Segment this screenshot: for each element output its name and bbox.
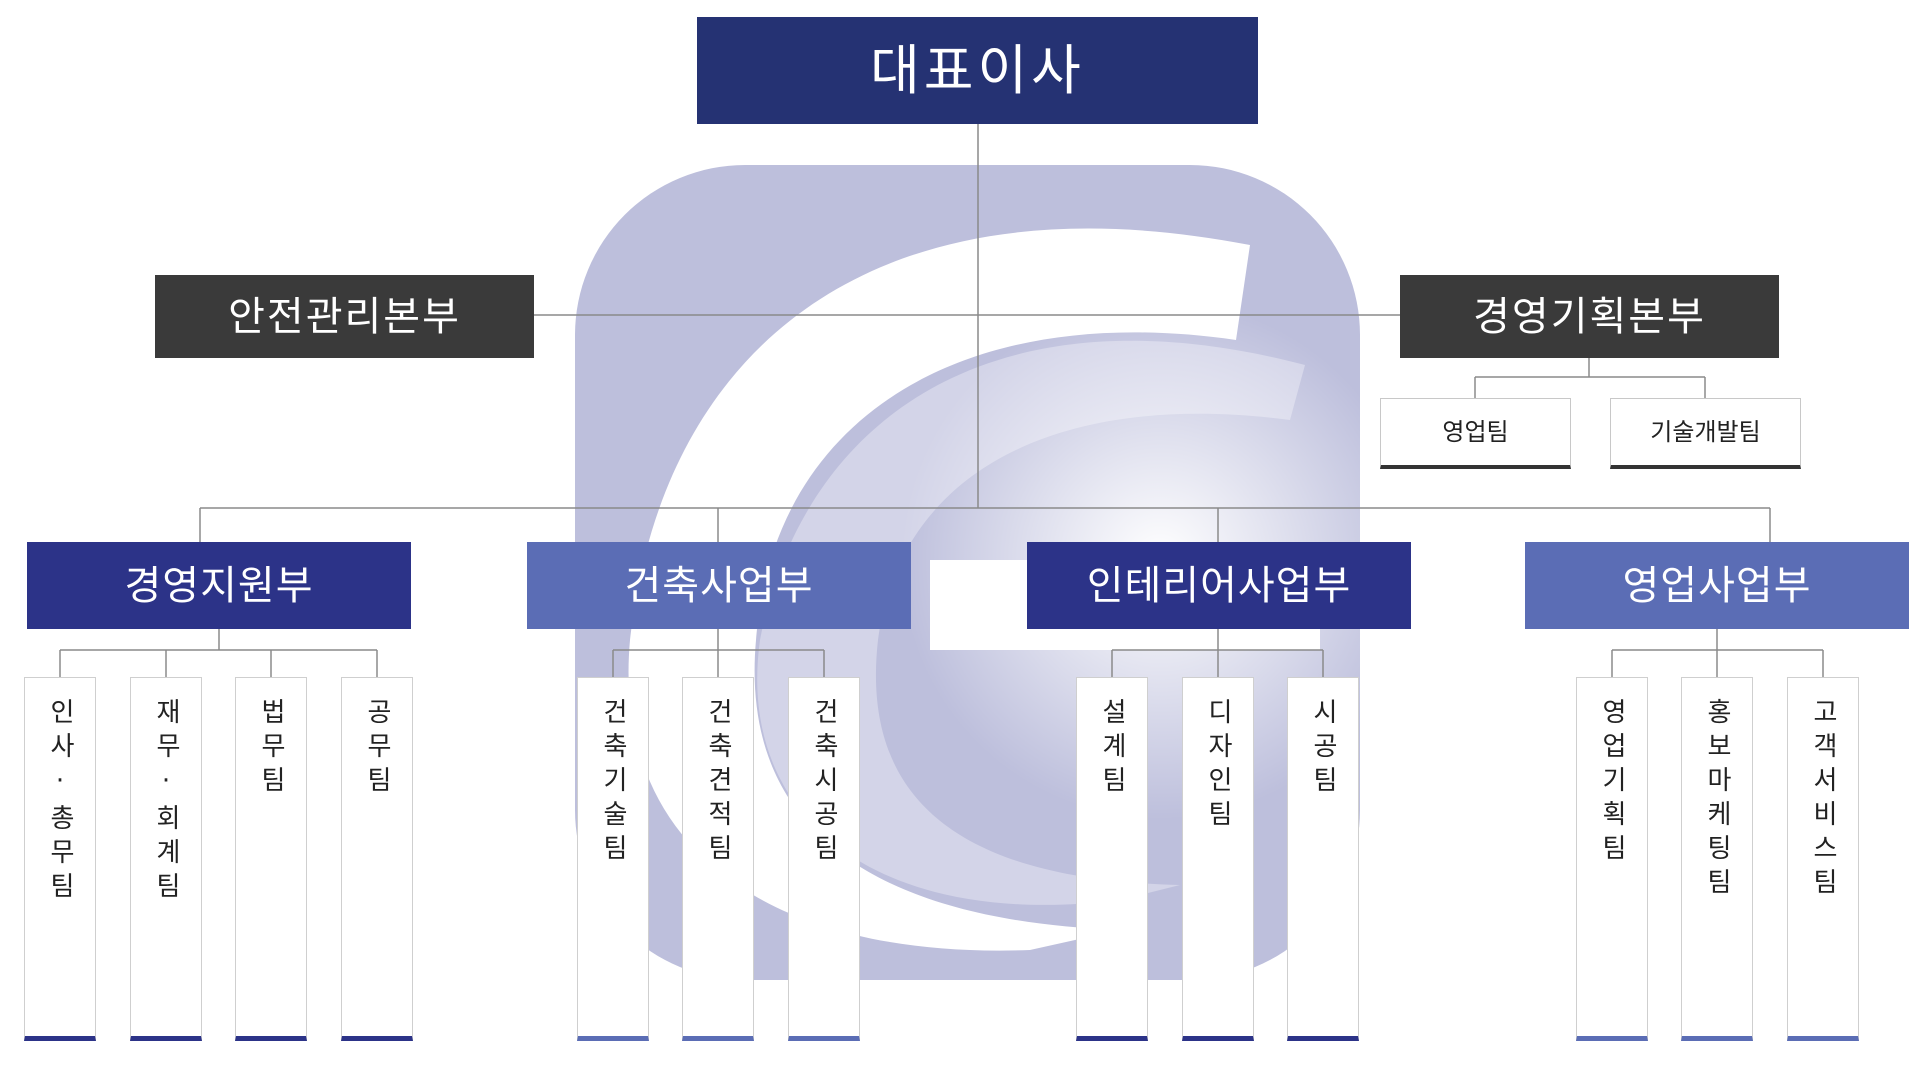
team-label: 법무팀 bbox=[256, 698, 286, 800]
team-box: 건축기술팀 bbox=[577, 677, 649, 1041]
team-box: 디자인팀 bbox=[1182, 677, 1254, 1041]
team-label: 건축견적팀 bbox=[703, 698, 733, 868]
hq-planning-label: 경영기획본부 bbox=[1473, 293, 1706, 340]
dept-label: 인테리어사업부 bbox=[1086, 562, 1352, 609]
team-box: 공무팀 bbox=[341, 677, 413, 1041]
hq-safety-box: 안전관리본부 bbox=[155, 275, 534, 358]
dept-label: 경영지원부 bbox=[124, 562, 314, 609]
hq-team-label: 기술개발팀 bbox=[1650, 418, 1761, 446]
team-box: 건축시공팀 bbox=[788, 677, 860, 1041]
ceo-label: 대표이사 bbox=[870, 38, 1085, 102]
team-box: 고객서비스팀 bbox=[1787, 677, 1859, 1041]
team-box: 시공팀 bbox=[1287, 677, 1359, 1041]
team-label: 건축기술팀 bbox=[598, 698, 628, 868]
team-box: 건축견적팀 bbox=[682, 677, 754, 1041]
team-box: 재무·회계팀 bbox=[130, 677, 202, 1041]
dept-label: 건축사업부 bbox=[624, 562, 814, 609]
team-label: 공무팀 bbox=[362, 698, 392, 800]
team-label: 디자인팀 bbox=[1203, 698, 1233, 834]
hq-planning-box: 경영기획본부 bbox=[1400, 275, 1779, 358]
team-box: 영업기획팀 bbox=[1576, 677, 1648, 1041]
hq-team-box: 영업팀 bbox=[1380, 398, 1571, 469]
team-label: 설계팀 bbox=[1097, 698, 1127, 800]
team-box: 홍보마케팅팀 bbox=[1681, 677, 1753, 1041]
team-box: 설계팀 bbox=[1076, 677, 1148, 1041]
team-label: 고객서비스팀 bbox=[1808, 698, 1838, 902]
hq-team-label: 영업팀 bbox=[1442, 418, 1509, 446]
dept-label: 영업사업부 bbox=[1622, 562, 1812, 609]
team-label: 건축시공팀 bbox=[809, 698, 839, 868]
team-box: 인사·총무팀 bbox=[24, 677, 96, 1041]
team-label: 영업기획팀 bbox=[1597, 698, 1627, 868]
team-label: 홍보마케팅팀 bbox=[1702, 698, 1732, 902]
ceo-box: 대표이사 bbox=[697, 17, 1258, 124]
team-box: 법무팀 bbox=[235, 677, 307, 1041]
team-label: 인사·총무팀 bbox=[45, 698, 75, 906]
dept-box-management-support: 경영지원부 bbox=[27, 542, 411, 629]
dept-box-interior: 인테리어사업부 bbox=[1027, 542, 1411, 629]
hq-safety-label: 안전관리본부 bbox=[228, 293, 461, 340]
team-label: 시공팀 bbox=[1308, 698, 1338, 800]
dept-box-sales: 영업사업부 bbox=[1525, 542, 1909, 629]
hq-team-box: 기술개발팀 bbox=[1610, 398, 1801, 469]
team-label: 재무·회계팀 bbox=[151, 698, 181, 906]
dept-box-architecture: 건축사업부 bbox=[527, 542, 911, 629]
